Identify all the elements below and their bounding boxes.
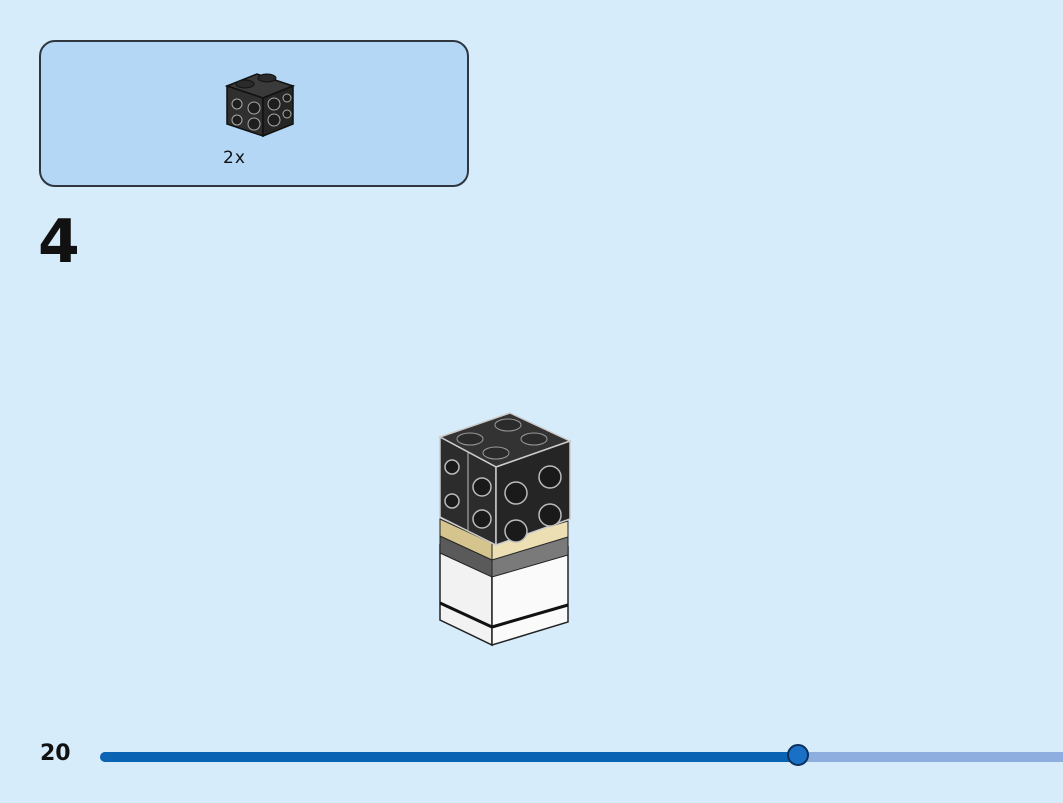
part-quantity: 2x — [223, 148, 246, 168]
progress-knob — [787, 744, 810, 766]
progress-fill — [100, 752, 799, 762]
parts-callout: 2x — [39, 40, 469, 187]
assembly-model-illustration — [438, 412, 572, 647]
page-number: 20 — [40, 741, 71, 766]
step-number: 4 — [38, 207, 80, 277]
black-brick-part-icon — [224, 73, 296, 138]
progress-bar — [100, 744, 1063, 766]
